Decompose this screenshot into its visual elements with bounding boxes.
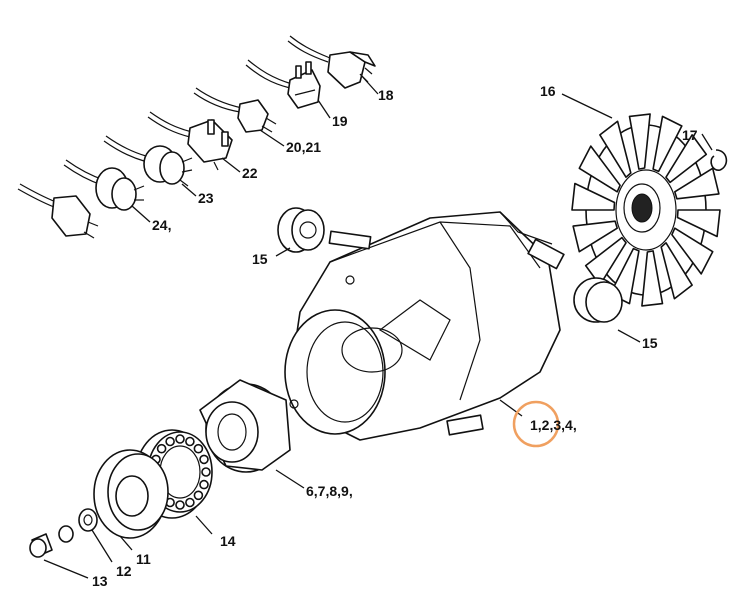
label-20-21: 20,21 <box>286 139 321 155</box>
fan-blade <box>578 145 621 193</box>
label-22: 22 <box>242 165 258 181</box>
screw-13[interactable] <box>29 533 53 558</box>
fan-blade <box>641 250 664 307</box>
leader-lines <box>43 73 713 579</box>
fan-blade <box>628 113 651 170</box>
fan-blade <box>674 167 720 200</box>
label-18: 18 <box>378 87 394 103</box>
disc-11[interactable] <box>93 449 169 539</box>
fan-blade <box>676 209 721 238</box>
plug-22[interactable] <box>147 111 233 171</box>
label-24: 24, <box>152 217 171 233</box>
bearing-ball <box>199 479 209 490</box>
bearing-ball <box>165 436 175 447</box>
circlip-17[interactable] <box>710 149 728 171</box>
bearing-15-upper[interactable] <box>277 207 325 253</box>
label-19: 19 <box>332 113 348 129</box>
label-11: 11 <box>136 551 151 567</box>
fan-16[interactable] <box>571 113 721 307</box>
bearing-ball <box>199 454 209 465</box>
bearing-15-lower[interactable] <box>573 277 623 323</box>
fan-blade <box>572 220 618 253</box>
label-23: 23 <box>198 190 214 206</box>
washer-13[interactable] <box>58 525 74 543</box>
motor-housing[interactable] <box>284 211 565 441</box>
plug-18[interactable] <box>287 35 376 89</box>
bearing-ball <box>156 443 167 454</box>
plug-23[interactable] <box>103 135 193 187</box>
label-1-2-3-4: 1,2,3,4, <box>530 417 577 433</box>
fan-blade <box>665 134 708 184</box>
label-15-upper: 15 <box>252 251 268 267</box>
bearing-ball <box>193 443 204 454</box>
bearing-ball <box>185 497 195 508</box>
fan-blade <box>652 115 683 173</box>
fan-blade <box>571 182 616 211</box>
label-14: 14 <box>220 533 236 549</box>
plug-20-21[interactable] <box>193 87 277 133</box>
bearing-ball <box>185 436 195 447</box>
bearing-ball <box>201 467 211 477</box>
label-16: 16 <box>540 83 556 99</box>
bearing-ball <box>175 434 185 444</box>
fan-blade <box>584 236 627 286</box>
plug-us[interactable] <box>17 183 99 239</box>
label-17: 17 <box>682 127 698 143</box>
fan-blade <box>660 242 693 300</box>
highlight-circle <box>512 400 560 448</box>
washer-12[interactable] <box>78 508 98 532</box>
label-12: 12 <box>116 563 132 579</box>
label-13: 13 <box>92 573 108 589</box>
bearing-ball <box>193 490 204 501</box>
end-shield-6[interactable] <box>199 379 291 473</box>
plug-24[interactable] <box>63 159 145 211</box>
label-6-7-8-9: 6,7,8,9, <box>306 483 353 499</box>
plug-19[interactable] <box>245 59 321 109</box>
fan-blade <box>671 227 714 275</box>
label-15-lower: 15 <box>642 335 658 351</box>
bearing-ball <box>175 500 185 510</box>
fan-blade <box>599 120 632 178</box>
